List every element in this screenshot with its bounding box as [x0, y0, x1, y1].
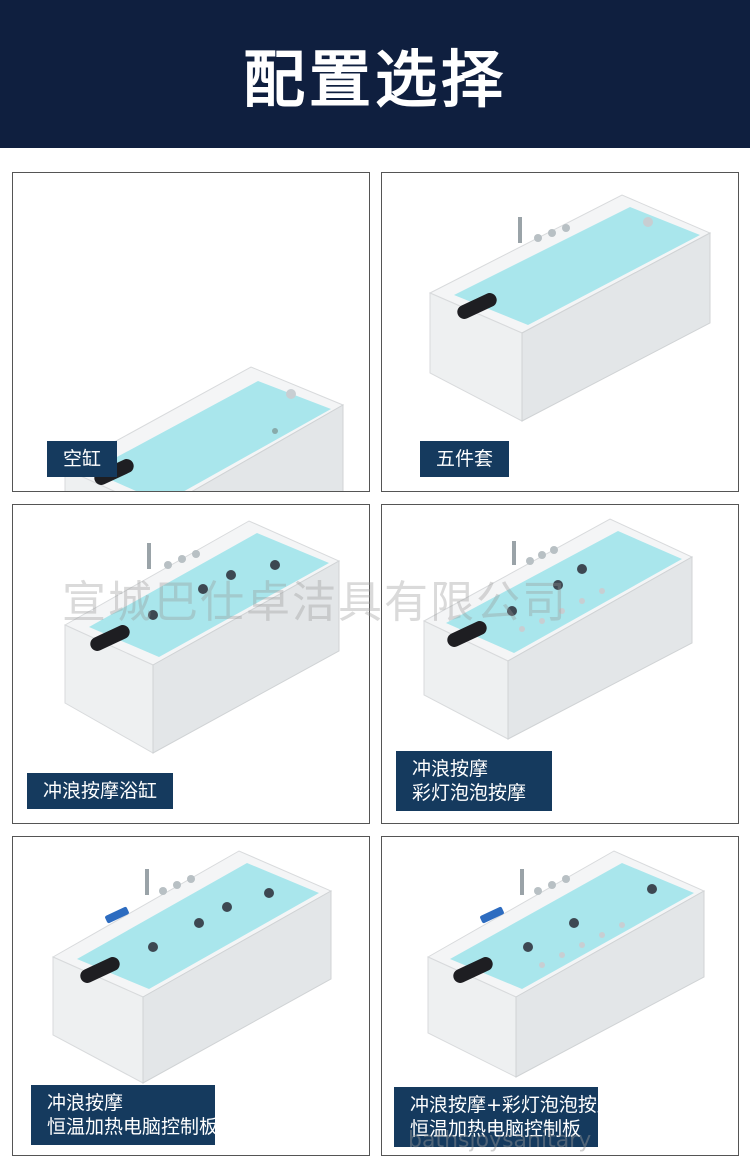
option-label: 空缸: [47, 441, 118, 477]
bathtub-image: [422, 518, 694, 740]
header-banner: 配置选择: [0, 0, 750, 148]
bathtub-image: [51, 850, 333, 1084]
bathtub-image: [63, 366, 345, 491]
bathtub-image: [426, 850, 706, 1078]
bathtub-image: [63, 520, 341, 754]
option-label: 冲浪按摩浴缸: [27, 773, 174, 809]
option-label: 冲浪按摩+彩灯泡泡按摩 恒温加热电脑控制板: [394, 1087, 616, 1147]
option-card-full-package[interactable]: 冲浪按摩+彩灯泡泡按摩 恒温加热电脑控制板: [381, 836, 739, 1156]
option-card-surf-bubble[interactable]: 冲浪按摩 彩灯泡泡按摩: [381, 504, 739, 824]
option-label: 冲浪按摩 彩灯泡泡按摩: [396, 751, 552, 811]
option-card-surf-massage[interactable]: 冲浪按摩浴缸: [12, 504, 370, 824]
option-card-surf-heating[interactable]: 冲浪按摩 恒温加热电脑控制板: [12, 836, 370, 1156]
option-label: 冲浪按摩 恒温加热电脑控制板: [31, 1085, 218, 1145]
option-card-five-piece[interactable]: 五件套: [381, 172, 739, 492]
option-card-empty-tub[interactable]: 空缸: [12, 172, 370, 492]
site-watermark: bathsjoysanitary: [408, 1128, 592, 1153]
bathtub-image: [428, 194, 712, 422]
page-title: 配置选择: [242, 43, 507, 116]
company-watermark: 宣城巴仕卓洁具有限公司: [62, 577, 568, 628]
option-label: 五件套: [420, 441, 510, 477]
